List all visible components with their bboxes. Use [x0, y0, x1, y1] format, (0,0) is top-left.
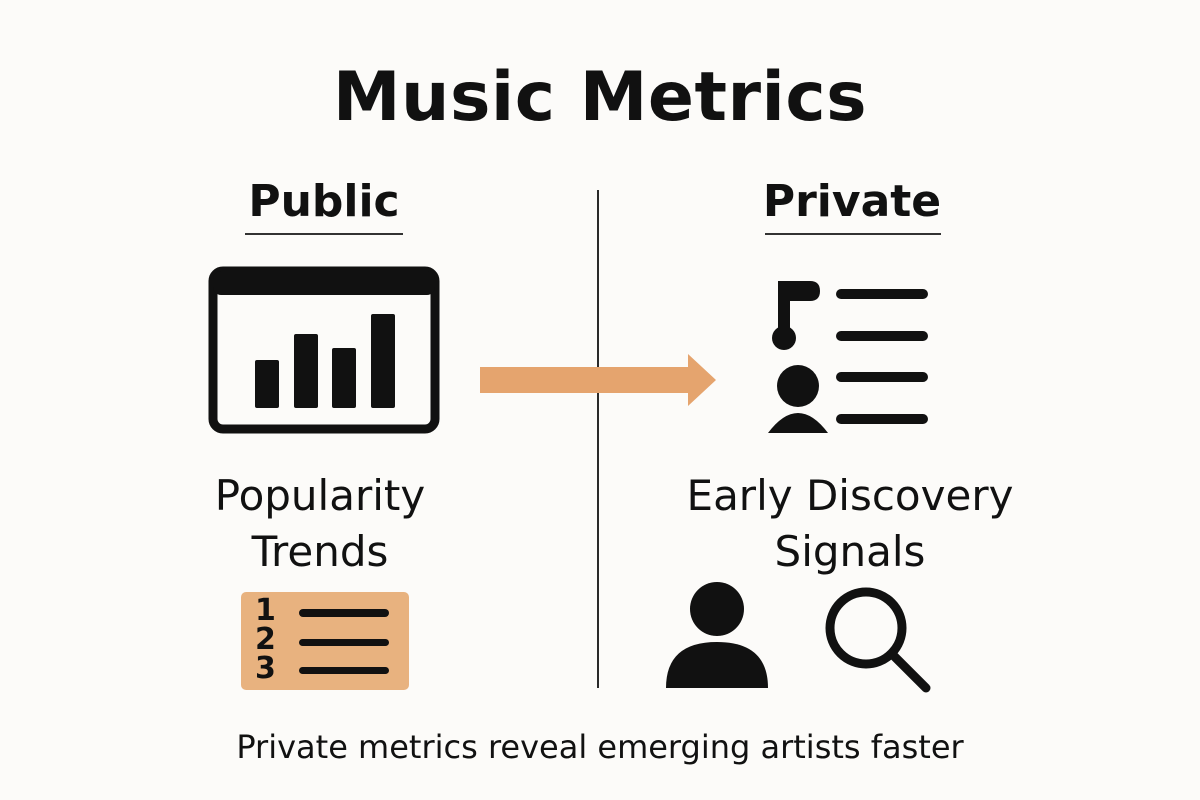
private-heading: Private [762, 176, 942, 227]
private-heading-underline [765, 233, 941, 235]
public-heading-underline [245, 233, 403, 235]
user-icon [666, 582, 768, 688]
public-label-line1: Popularity [214, 471, 426, 520]
column-divider [597, 190, 599, 688]
diagram-title: Music Metrics [332, 58, 868, 137]
public-label-line2: Trends [251, 527, 389, 576]
footer-caption: Private metrics reveal emerging artists … [236, 728, 964, 766]
search-icon [825, 587, 931, 693]
rank-3: 3 [255, 651, 276, 686]
public-heading: Public [248, 176, 400, 227]
private-label-line2: Signals [774, 527, 926, 576]
bar-chart-window-icon [208, 266, 440, 434]
rank-1: 1 [255, 593, 276, 628]
music-listener-list-icon [768, 281, 928, 433]
private-label-line1: Early Discovery [686, 471, 1014, 520]
rank-2: 2 [255, 622, 276, 657]
public-label: Popularity Trends [150, 468, 490, 580]
private-label: Early Discovery Signals [640, 468, 1060, 580]
ranked-list-icon: 1 2 3 [241, 592, 409, 690]
arrow-right-icon [480, 354, 716, 406]
